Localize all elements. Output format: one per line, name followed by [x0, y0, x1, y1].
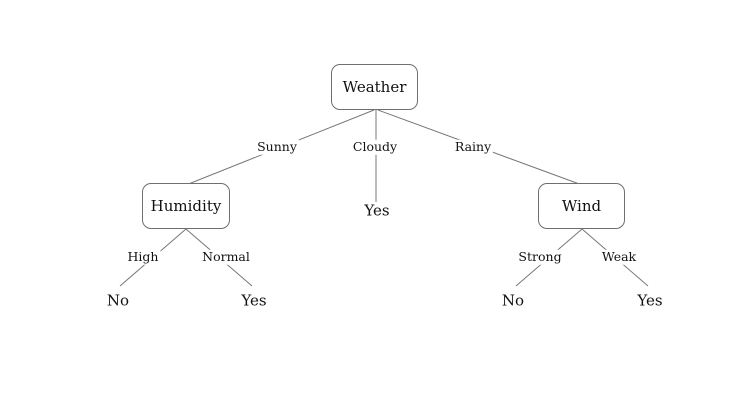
- branch-label-cloudy: Cloudy: [350, 138, 400, 155]
- leaf-high-no: No: [106, 291, 130, 310]
- leaf-weak-yes: Yes: [637, 291, 663, 310]
- humidity-node-label: Humidity: [150, 196, 222, 215]
- leaf-cloudy-yes: Yes: [364, 201, 390, 220]
- weather-node-label: Weather: [342, 77, 407, 96]
- leaf-strong-no: No: [501, 291, 525, 310]
- branch-label-normal: Normal: [200, 248, 252, 265]
- branch-label-high: High: [125, 248, 161, 265]
- branch-label-weak: Weak: [599, 248, 639, 265]
- wind-node-label: Wind: [561, 196, 602, 215]
- humidity-node: Humidity: [142, 183, 230, 229]
- branch-label-strong: Strong: [516, 248, 564, 265]
- branch-label-rainy: Rainy: [452, 138, 494, 155]
- weather-node: Weather: [331, 64, 418, 110]
- branch-label-sunny: Sunny: [255, 138, 299, 155]
- leaf-normal-yes: Yes: [241, 291, 267, 310]
- wind-node: Wind: [538, 183, 625, 229]
